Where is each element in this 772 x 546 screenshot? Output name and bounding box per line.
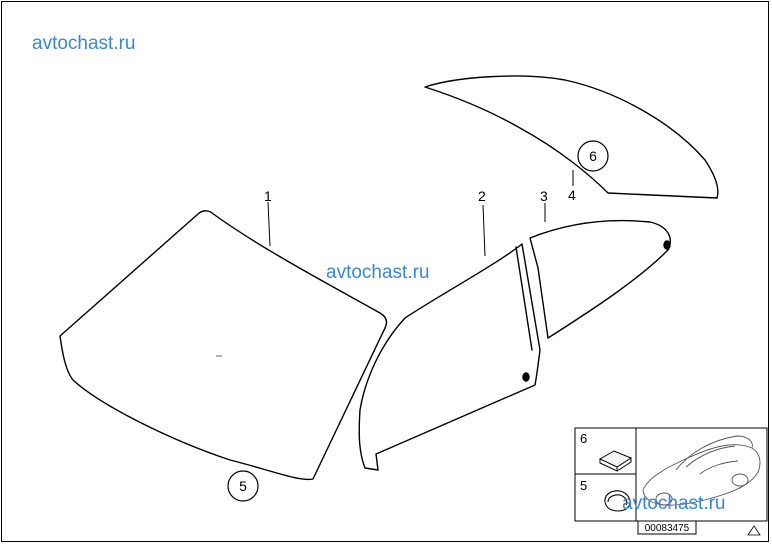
windscreen-glass bbox=[59, 210, 388, 481]
callout-3: 3 bbox=[540, 188, 548, 204]
circle-callout-6-number: 6 bbox=[589, 148, 597, 164]
side-window-clip bbox=[663, 240, 671, 250]
circle-callout-5 bbox=[227, 470, 259, 502]
callout-4: 4 bbox=[568, 187, 576, 203]
watermark-center: avtochast.ru bbox=[326, 262, 430, 283]
triangle-icon bbox=[747, 525, 761, 536]
seal-ring-icon bbox=[604, 490, 631, 512]
leader-line-2 bbox=[482, 204, 486, 257]
diagram-id-box bbox=[637, 520, 697, 535]
rubber-block-icon bbox=[598, 450, 633, 472]
legend-inset: 6 5 00083475 bbox=[574, 427, 768, 536]
callout-2: 2 bbox=[478, 188, 486, 204]
circle-callout-5-number: 5 bbox=[239, 478, 247, 494]
legend-row-6-number: 6 bbox=[580, 431, 587, 446]
car-sketch-icon bbox=[642, 435, 761, 506]
watermark-top-left: avtochast.ru bbox=[32, 33, 136, 54]
circle-callout-6 bbox=[577, 140, 609, 172]
door-window-glass bbox=[358, 243, 541, 471]
callout-1: 1 bbox=[264, 188, 272, 204]
legend-row-5-number: 5 bbox=[580, 478, 587, 493]
watermark-bottom-right: avtochast.ru bbox=[622, 493, 726, 514]
side-window-glass bbox=[529, 219, 671, 339]
rear-window-glass bbox=[424, 75, 719, 199]
leader-line-1 bbox=[267, 201, 271, 247]
door-window-inner-edge bbox=[515, 246, 533, 351]
door-window-clip bbox=[522, 372, 530, 382]
diagram-id: 00083475 bbox=[645, 523, 690, 534]
